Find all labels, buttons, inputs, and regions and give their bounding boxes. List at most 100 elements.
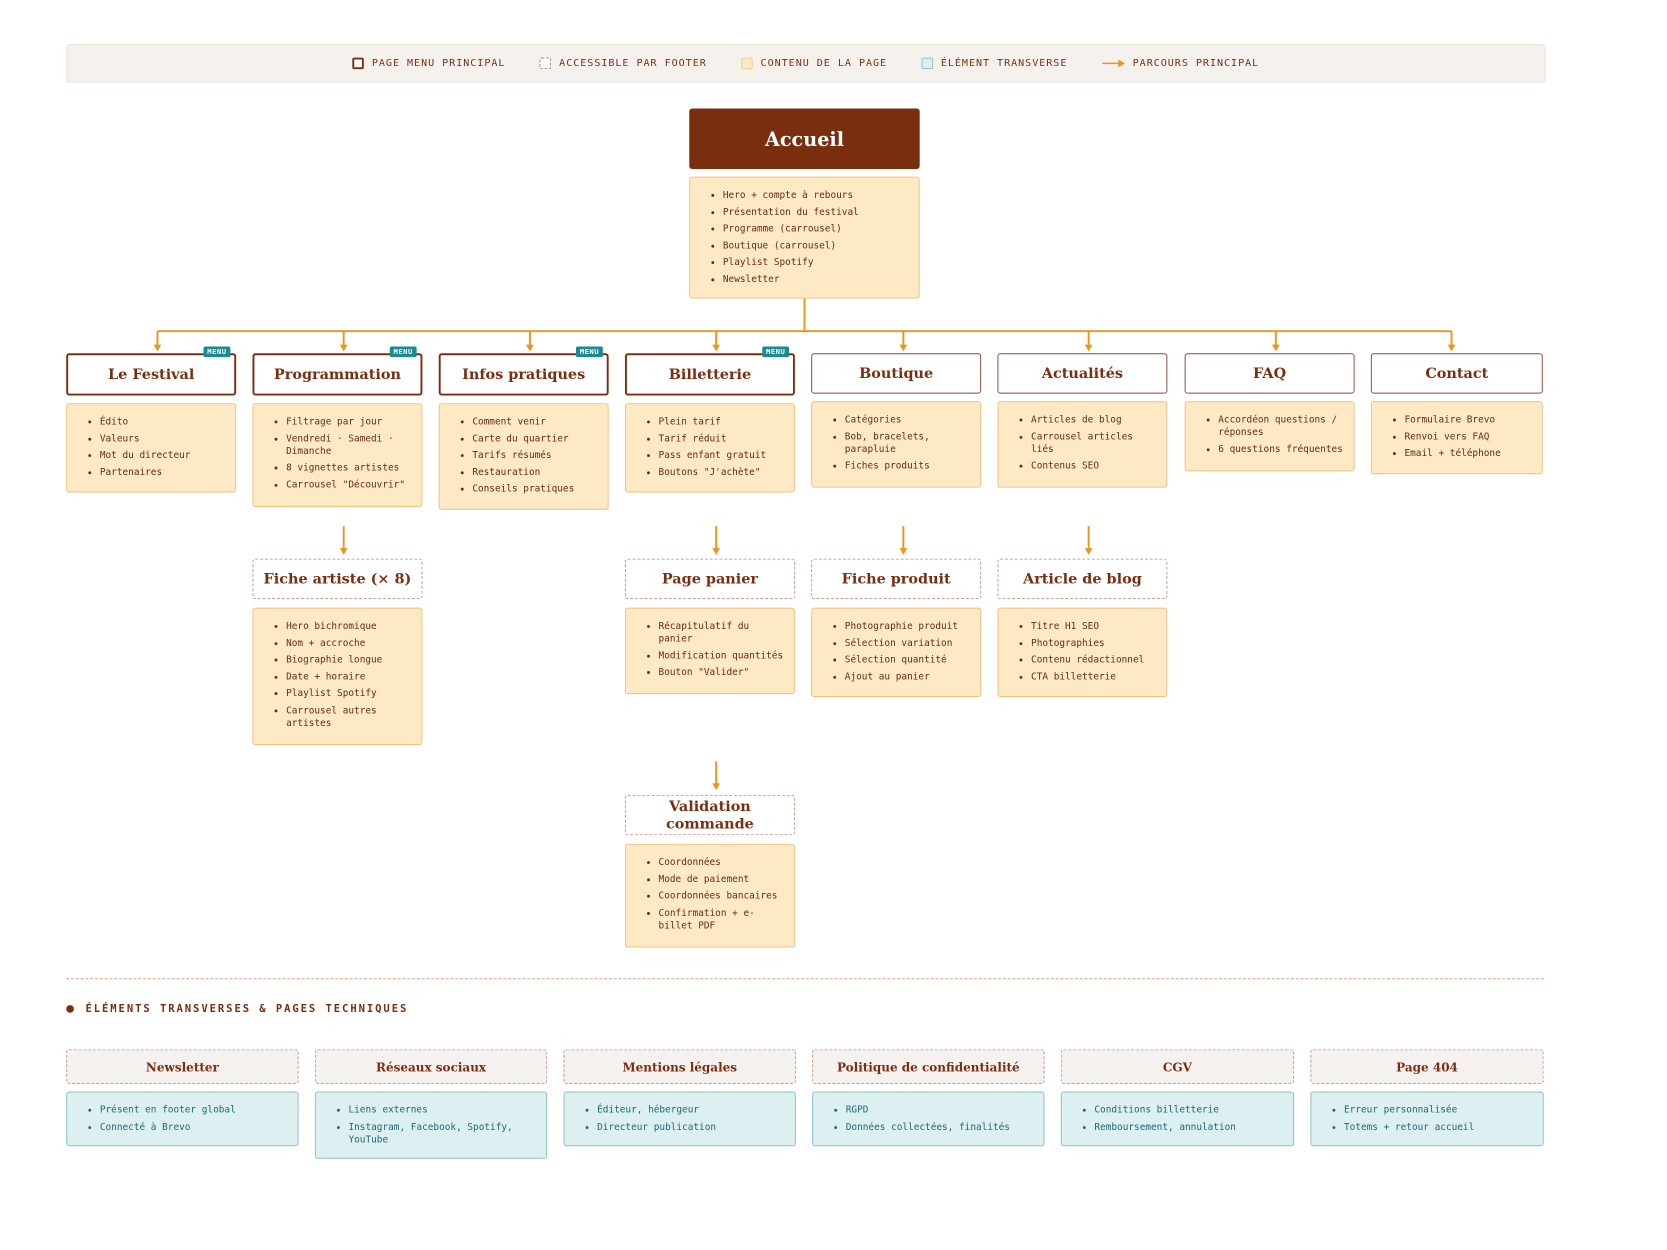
arrow-down-icon — [712, 783, 720, 791]
page-faq[interactable]: FAQ — [1184, 353, 1355, 394]
page-contact[interactable]: Contact — [1370, 353, 1543, 394]
content-item: Pass enfant gratuit — [659, 449, 785, 461]
content-article-de-blog: Titre H1 SEO Photographies Contenu rédac… — [997, 607, 1168, 697]
menu-badge: MENU — [575, 346, 603, 358]
content-item: Contenu rédactionnel — [1031, 654, 1157, 666]
page-title: Fiche produit — [841, 570, 951, 588]
content-item: Ajout au panier — [845, 671, 971, 683]
content-item: Contenus SEO — [1031, 460, 1157, 472]
transverse-content-cgv: Conditions billetterie Remboursement, an… — [1060, 1091, 1295, 1147]
page-le-festival[interactable]: MENU Le Festival — [66, 346, 237, 396]
transverse-item: Présent en footer global — [100, 1104, 288, 1116]
content-item: Formulaire Brevo — [1404, 414, 1532, 426]
content-item: CTA billetterie — [1031, 671, 1157, 683]
transverse-item: Erreur personnalisée — [1344, 1104, 1533, 1116]
legend-label: PARCOURS PRINCIPAL — [1132, 57, 1260, 70]
content-infos-pratiques: Comment venir Carte du quartier Tarifs r… — [438, 403, 609, 510]
arrow-right-icon — [1101, 59, 1125, 68]
page-title: Validation commande — [665, 797, 754, 833]
legend-item-path: PARCOURS PRINCIPAL — [1101, 57, 1260, 70]
page-boutique[interactable]: Boutique — [811, 353, 982, 394]
page-title: Infos pratiques — [462, 365, 586, 384]
content-page-panier: Récapitulatif du panier Modification qua… — [624, 607, 795, 695]
content-item: Sélection variation — [845, 637, 971, 649]
legend-label: PAGE MENU PRINCIPAL — [371, 57, 506, 70]
arrow-down-icon — [1447, 344, 1456, 352]
transverse-reseaux-sociaux[interactable]: Réseaux sociaux — [314, 1049, 548, 1084]
content-swatch-icon — [741, 57, 753, 70]
transverse-item: Connecté à Brevo — [100, 1121, 288, 1133]
transverse-newsletter[interactable]: Newsletter — [66, 1049, 299, 1084]
content-item: Carrousel "Découvrir" — [286, 479, 412, 491]
footer-page-swatch-icon — [539, 57, 552, 70]
content-item: Vendredi · Samedi · Dimanche — [286, 432, 412, 457]
arrow-down-icon — [1084, 548, 1093, 555]
page-validation-commande[interactable]: Validation commande — [624, 794, 795, 836]
content-actualites: Articles de blog Carrousel articles liés… — [997, 401, 1168, 488]
transverse-politique-confidentialite[interactable]: Politique de confidentialité — [812, 1049, 1045, 1084]
content-item: Boutique (carrousel) — [723, 240, 909, 252]
transverse-title: Page 404 — [1396, 1059, 1458, 1074]
arrow-down-icon — [339, 344, 348, 352]
page-article-de-blog[interactable]: Article de blog — [997, 558, 1168, 600]
menu-badge: MENU — [762, 346, 790, 358]
page-title: Billetterie — [668, 365, 752, 384]
legend-label: ACCESSIBLE PAR FOOTER — [559, 57, 707, 70]
content-item: Sélection quantité — [845, 654, 971, 666]
transverse-page-404[interactable]: Page 404 — [1310, 1049, 1544, 1084]
content-item: Boutons "J'achète" — [659, 466, 785, 478]
arrow-down-icon — [712, 548, 720, 555]
transverse-mentions-legales[interactable]: Mentions légales — [563, 1049, 796, 1084]
section-divider — [66, 978, 1544, 980]
transverse-content-politique: RGPD Données collectées, finalités — [812, 1091, 1045, 1147]
page-fiche-produit[interactable]: Fiche produit — [811, 558, 982, 600]
main-page-swatch-icon — [352, 57, 365, 70]
page-actualites[interactable]: Actualités — [997, 353, 1168, 394]
page-title: Contact — [1425, 364, 1489, 383]
content-programmation: Filtrage par jour Vendredi · Samedi · Di… — [252, 403, 423, 507]
transverse-section-title: ÉLÉMENTS TRANSVERSES & PAGES TECHNIQUES — [66, 1002, 408, 1015]
transverse-content-page-404: Erreur personnalisée Totems + retour acc… — [1310, 1091, 1544, 1147]
legend-item-footer: ACCESSIBLE PAR FOOTER — [539, 57, 707, 70]
transverse-content-newsletter: Présent en footer global Connecté à Brev… — [66, 1091, 299, 1147]
page-title: Programmation — [273, 365, 401, 384]
content-item: Présentation du festival — [723, 206, 909, 218]
arrow-down-icon — [1084, 344, 1093, 352]
page-accueil[interactable]: Accueil — [689, 108, 920, 169]
page-panier[interactable]: Page panier — [624, 558, 795, 600]
page-title: Boutique — [859, 364, 934, 383]
page-title: Accueil — [764, 127, 845, 151]
content-item: Hero bichromique — [286, 620, 412, 632]
content-item: Fiches produits — [845, 460, 971, 472]
transverse-title: Newsletter — [145, 1059, 219, 1074]
content-faq: Accordéon questions / réponses 6 questio… — [1184, 401, 1355, 472]
content-item: Mot du directeur — [100, 449, 226, 461]
transverse-item: Données collectées, finalités — [846, 1121, 1034, 1133]
arrow-down-icon — [899, 548, 908, 555]
page-title: Le Festival — [108, 365, 195, 384]
content-item: Récapitulatif du panier — [659, 620, 785, 645]
content-item: Hero + compte à rebours — [723, 189, 909, 201]
arrow-down-icon — [899, 344, 908, 352]
content-item: Restauration — [472, 466, 598, 478]
content-item: Modification quantités — [659, 649, 785, 661]
content-item: Titre H1 SEO — [1031, 620, 1157, 632]
menu-badge: MENU — [389, 346, 417, 358]
page-infos-pratiques[interactable]: MENU Infos pratiques — [438, 346, 609, 396]
page-billetterie[interactable]: MENU Billetterie — [624, 346, 795, 396]
content-item: 6 questions fréquentes — [1218, 443, 1344, 455]
transverse-item: Totems + retour accueil — [1344, 1121, 1533, 1133]
transverse-cgv[interactable]: CGV — [1060, 1049, 1295, 1084]
page-title: FAQ — [1253, 364, 1287, 383]
transverse-swatch-icon — [921, 57, 934, 70]
content-item: 8 vignettes artistes — [286, 462, 412, 474]
page-fiche-artiste[interactable]: Fiche artiste (× 8) — [252, 558, 423, 600]
arrow-down-icon — [153, 344, 162, 352]
content-item: Carte du quartier — [472, 432, 598, 444]
legend-item-content: CONTENU DE LA PAGE — [741, 57, 887, 70]
page-programmation[interactable]: MENU Programmation — [252, 346, 423, 396]
content-item: Conseils pratiques — [472, 483, 598, 495]
content-item: Filtrage par jour — [286, 416, 412, 428]
content-item: Accordéon questions / réponses — [1218, 414, 1344, 439]
page-title: Fiche artiste (× 8) — [263, 570, 412, 588]
